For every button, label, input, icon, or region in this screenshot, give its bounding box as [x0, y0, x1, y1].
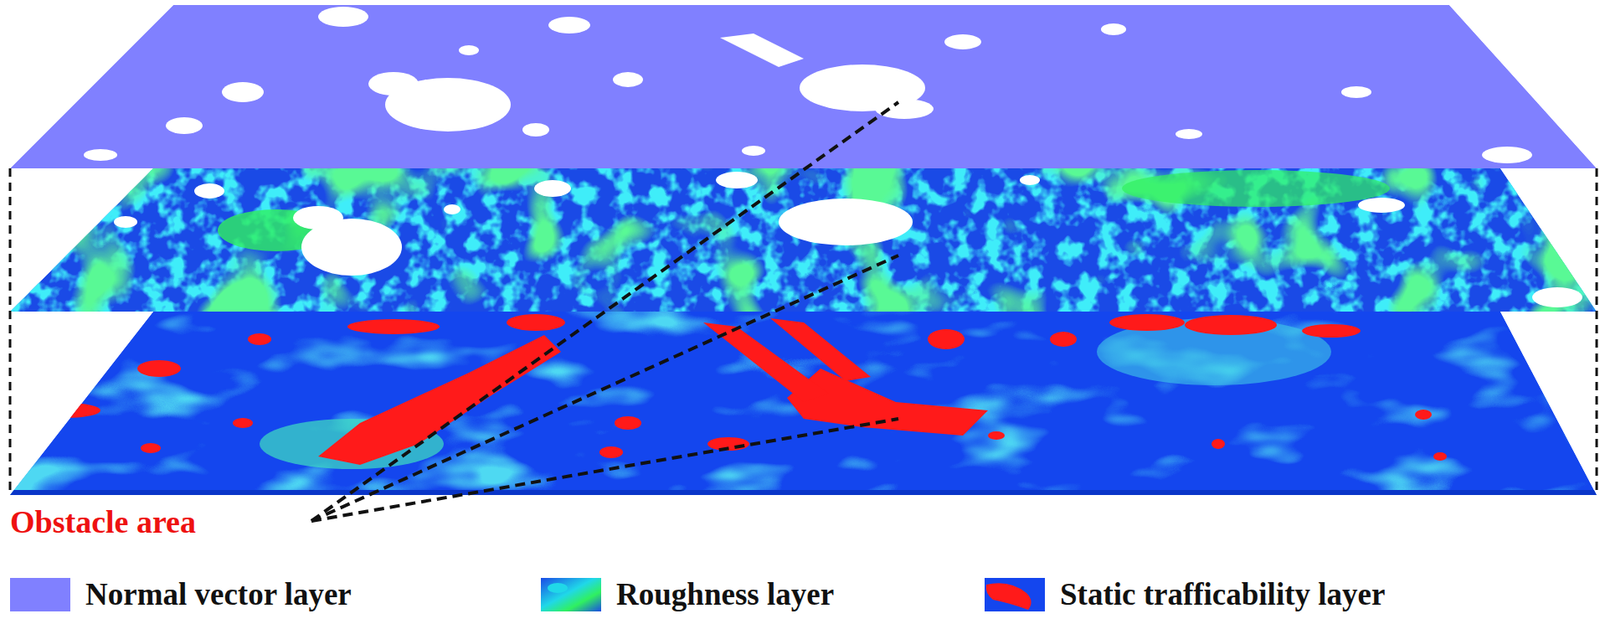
legend-item: Static trafficability layer — [984, 576, 1385, 613]
trafficability-layer — [0, 301, 1600, 503]
legend-swatch-art — [10, 577, 71, 612]
legend-swatch-art — [984, 577, 1045, 612]
legend-swatch — [984, 577, 1045, 612]
callout-label: Obstacle area — [8, 504, 198, 541]
leader-line — [311, 102, 899, 521]
legend-text: Static trafficability layer — [1059, 576, 1385, 613]
guide-line — [9, 168, 12, 490]
legend-text: Roughness layer — [616, 576, 834, 613]
legend-swatch — [540, 577, 602, 612]
normal-vector-layer — [10, 5, 1597, 169]
legend-swatch — [10, 577, 71, 612]
legend-swatch-art — [540, 577, 602, 612]
roughness-layer — [0, 163, 1600, 319]
legend-text: Normal vector layer — [85, 576, 352, 613]
legend-item: Roughness layer — [540, 576, 834, 613]
guide-line — [1595, 168, 1599, 490]
legend-item: Normal vector layer — [10, 576, 352, 613]
